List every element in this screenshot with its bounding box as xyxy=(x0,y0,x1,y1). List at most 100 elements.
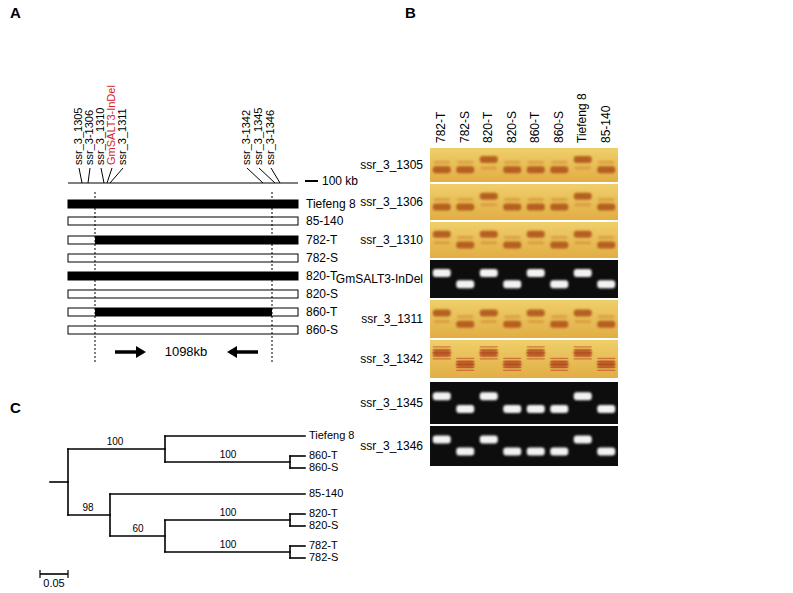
gel-band xyxy=(574,436,592,444)
gel-band-faint xyxy=(551,315,567,318)
panel-a-map xyxy=(68,168,318,362)
bootstrap-value: 100 xyxy=(107,437,124,448)
boundary-dotted xyxy=(95,192,96,362)
arrow-head xyxy=(136,346,146,358)
gel-band xyxy=(480,193,498,200)
gel-image xyxy=(430,148,618,182)
tree-branch xyxy=(289,546,291,558)
marker-name: ssr_3_1311 xyxy=(361,313,423,326)
leaf-name: 820-S xyxy=(309,520,338,532)
gel-band xyxy=(527,231,545,238)
arrow-shaft xyxy=(236,350,258,354)
gel-band-faint xyxy=(551,198,567,201)
leaf-name: 782-T xyxy=(309,540,338,552)
gel-band xyxy=(550,280,568,288)
gel-band-faint xyxy=(598,198,614,201)
scale-bar xyxy=(40,573,68,575)
gel-band xyxy=(574,231,592,238)
gel-band xyxy=(597,166,615,173)
gel-stutter xyxy=(456,364,474,365)
gel-stutter xyxy=(574,358,592,359)
gel-band xyxy=(550,361,568,368)
marker-tick xyxy=(247,168,263,183)
tree-branch xyxy=(165,461,290,463)
gel-band-faint xyxy=(504,198,520,201)
gel-stutter xyxy=(597,367,615,368)
gel-band xyxy=(456,448,474,456)
gel-band xyxy=(527,349,545,356)
gel-band xyxy=(480,156,498,163)
gel-band-faint xyxy=(457,315,473,318)
gel-band-faint xyxy=(551,161,567,164)
gel-band-faint xyxy=(434,241,450,244)
gel-band xyxy=(433,436,451,444)
tree-branch xyxy=(109,494,111,536)
tree-branch xyxy=(110,535,165,537)
lane-name: 860-T xyxy=(529,112,542,143)
marker-tick xyxy=(79,168,82,183)
gel-band xyxy=(527,309,545,316)
gel-band xyxy=(550,321,568,328)
gel-band xyxy=(574,193,592,200)
lane-name: 860-S xyxy=(553,111,566,143)
gel-band-faint xyxy=(528,161,544,164)
marker-name: ssr_3_1346 xyxy=(360,440,423,453)
gel-stutter xyxy=(433,349,451,350)
marker-tick xyxy=(88,168,90,183)
gel-band xyxy=(456,166,474,173)
gel-band xyxy=(456,361,474,368)
leaf-name: 85-140 xyxy=(309,488,343,500)
gel-band xyxy=(480,231,498,238)
gel-stutter xyxy=(503,358,521,359)
line-name: 860-S xyxy=(306,324,338,337)
gel-stutter xyxy=(550,361,568,362)
marker-name: ssr_3_1310 xyxy=(95,108,107,166)
tree-branch xyxy=(164,436,166,462)
gel-band xyxy=(503,166,521,173)
gel-band-faint xyxy=(434,161,450,164)
tree-branch xyxy=(165,519,290,521)
gel-stutter xyxy=(433,346,451,347)
line-name: 820-T xyxy=(306,270,337,283)
haplotype-bar xyxy=(68,290,298,298)
gel-band xyxy=(574,349,592,356)
gel-band xyxy=(456,280,474,288)
gel-band-faint xyxy=(481,203,497,206)
marker-name: ssr_3_1310 xyxy=(360,234,423,247)
gel-stutter xyxy=(527,358,545,359)
arrow-head xyxy=(227,346,237,358)
gel-image xyxy=(430,426,618,466)
line-name: 782-S xyxy=(306,252,338,265)
gel-band xyxy=(574,269,592,277)
bootstrap-value: 100 xyxy=(220,540,237,551)
gel-band-faint xyxy=(551,236,567,239)
gel-separator xyxy=(430,298,618,300)
gel-image xyxy=(430,382,618,424)
gel-band xyxy=(527,269,545,277)
gel-image xyxy=(430,184,618,220)
gel-band-faint xyxy=(504,236,520,239)
gel-band xyxy=(503,204,521,211)
leaf-name: 782-S xyxy=(309,552,338,564)
bootstrap-value: 100 xyxy=(220,450,237,461)
gel-separator xyxy=(430,338,618,340)
gel-band xyxy=(480,269,498,277)
tree-branch xyxy=(68,514,110,516)
tree-branch xyxy=(164,520,166,552)
chromosome-line xyxy=(68,182,298,183)
gel-stutter xyxy=(527,349,545,350)
gel-stutter xyxy=(574,349,592,350)
marker-name: ssr_3_1345 xyxy=(360,397,423,410)
leaf-name: 820-T xyxy=(309,508,338,520)
gel-band xyxy=(597,448,615,456)
gel-band xyxy=(574,156,592,163)
gel-band xyxy=(574,392,592,400)
gel-band-faint xyxy=(598,161,614,164)
introgression-segment xyxy=(68,200,298,208)
line-name: 860-T xyxy=(306,306,337,319)
gel-separator xyxy=(430,258,618,260)
arrow-shaft xyxy=(115,350,137,354)
gene-marker-name: GmSALT3-InDel xyxy=(106,85,118,165)
scale-label: 0.05 xyxy=(43,578,64,590)
